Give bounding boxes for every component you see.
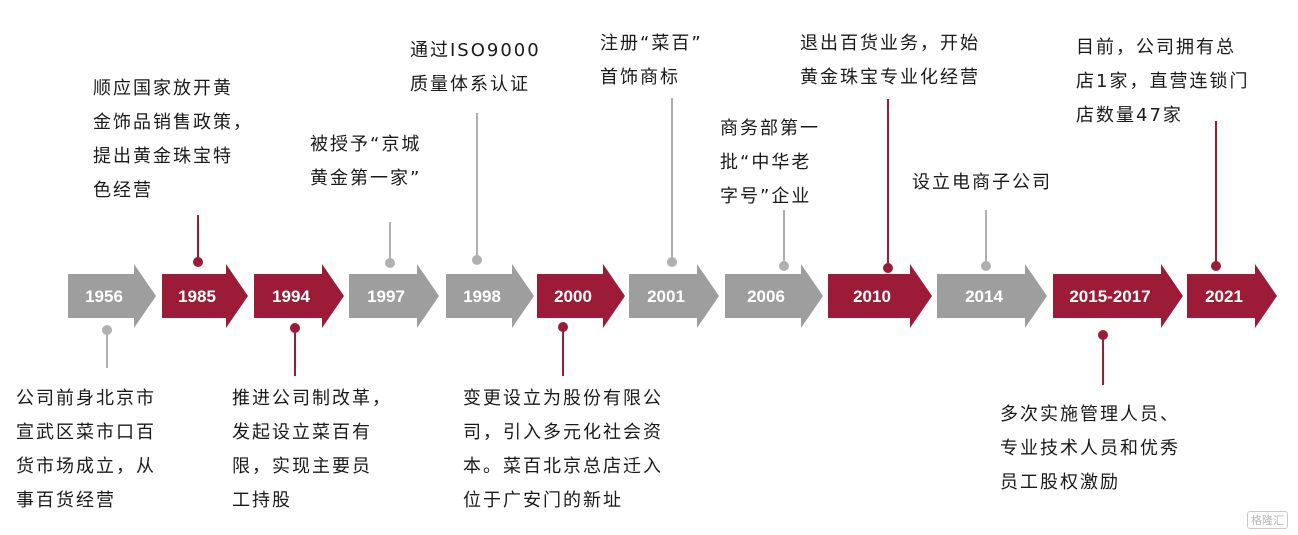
note-line: 目前，公司拥有总 — [1076, 37, 1236, 58]
note-line: 首饰商标 — [600, 67, 680, 88]
note-line: 发起设立菜百有 — [232, 422, 372, 443]
year-label-2015-2017: 2015-2017 — [1069, 287, 1150, 306]
note-line: 黄金珠宝专业化经营 — [800, 67, 980, 88]
note-line: 变更设立为股份有限公 — [463, 388, 663, 409]
year-label-1998: 1998 — [463, 287, 501, 306]
year-label-1997: 1997 — [367, 287, 405, 306]
note-2010: 退出百货业务，开始黄金珠宝专业化经营 — [800, 27, 980, 95]
note-line: 质量体系认证 — [410, 74, 530, 95]
arrow-2000 — [537, 264, 625, 328]
note-line: 多次实施管理人员、 — [1000, 404, 1180, 425]
year-label-2010: 2010 — [853, 287, 891, 306]
note-line: 退出百货业务，开始 — [800, 33, 980, 54]
connector-dot-2021 — [1211, 261, 1221, 271]
year-label-1985: 1985 — [178, 287, 216, 306]
note-line: 批“中华老 — [720, 152, 812, 173]
year-label-2021: 2021 — [1205, 287, 1243, 306]
connector-dot-2014 — [981, 261, 991, 271]
note-2014: 设立电商子公司 — [912, 166, 1052, 200]
year-label-2006: 2006 — [747, 287, 785, 306]
connector-dot-2001 — [667, 257, 677, 267]
note-1994: 推进公司制改革， 发起设立菜百有限，实现主要员工持股 — [232, 382, 392, 518]
arrow-2021 — [1187, 264, 1277, 328]
connector-dot-2010 — [883, 263, 893, 273]
connector-dot-1998 — [472, 255, 482, 265]
note-line: 专业技术人员和优秀 — [1000, 438, 1180, 459]
note-2006: 商务部第一批“中华老字号”企业 — [720, 112, 820, 214]
connector-dot-1956 — [102, 325, 112, 335]
watermark-logo: 格隆汇 — [1247, 511, 1288, 529]
note-2021: 目前，公司拥有总店1家，直营连锁门店数量47家 — [1076, 31, 1249, 133]
note-line: 字号”企业 — [720, 186, 812, 207]
note-1956: 公司前身北京市宣武区菜市口百货市场成立，从事百货经营 — [16, 382, 156, 518]
note-1985: 顺应国家放开黄金饰品销售政策， 提出黄金珠宝特色经营 — [93, 72, 253, 208]
arrow-2006 — [725, 264, 823, 328]
note-line: 货市场成立，从 — [16, 456, 156, 477]
note-line: 注册“菜百” — [600, 33, 703, 54]
note-1997: 被授予“京城黄金第一家” — [310, 128, 421, 196]
note-line: 限，实现主要员 — [232, 456, 372, 477]
note-line: 公司前身北京市 — [16, 388, 156, 409]
note-line: 设立电商子公司 — [912, 172, 1052, 193]
connector-dot-2015-2017 — [1098, 330, 1108, 340]
note-line: 司，引入多元化社会资 — [463, 422, 663, 443]
note-line: 本。菜百北京总店迁入 — [463, 456, 663, 477]
arrow-1956 — [68, 264, 156, 328]
note-line: 员工股权激励 — [1000, 472, 1120, 493]
note-2015-2017: 多次实施管理人员、专业技术人员和优秀员工股权激励 — [1000, 398, 1180, 500]
connector-dot-2006 — [779, 261, 789, 271]
note-line: 提出黄金珠宝特 — [93, 146, 233, 167]
note-1998: 通过ISO9000 质量体系认证 — [410, 34, 541, 102]
year-label-1956: 1956 — [85, 287, 123, 306]
note-line: 宣武区菜市口百 — [16, 422, 156, 443]
year-label-2014: 2014 — [965, 287, 1003, 306]
note-2000: 变更设立为股份有限公司，引入多元化社会资本。菜百北京总店迁入位于广安门的新址 — [463, 382, 663, 518]
note-line: 金饰品销售政策， — [93, 112, 253, 133]
note-line: 店数量47家 — [1076, 105, 1183, 126]
note-line: 事百货经营 — [16, 490, 116, 511]
year-label-1994: 1994 — [272, 287, 310, 306]
arrow-2015-2017 — [1053, 264, 1183, 328]
note-line: 黄金第一家” — [310, 168, 422, 189]
arrow-2001 — [629, 264, 719, 328]
connector-dot-1997 — [385, 258, 395, 268]
year-label-2001: 2001 — [647, 287, 685, 306]
note-line: 顺应国家放开黄 — [93, 78, 233, 99]
arrow-1994 — [254, 264, 344, 328]
note-line: 店1家，直营连锁门 — [1076, 71, 1250, 92]
connector-dot-1994 — [290, 323, 300, 333]
note-line: 商务部第一 — [720, 118, 820, 139]
note-line: 被授予“京城 — [310, 134, 422, 155]
arrow-1998 — [446, 264, 534, 328]
arrow-2014 — [937, 264, 1047, 328]
note-line: 色经营 — [93, 180, 153, 201]
note-2001: 注册“菜百” 首饰商标 — [600, 27, 703, 95]
arrow-1985 — [162, 264, 248, 328]
note-line: 工持股 — [232, 490, 292, 511]
year-label-2000: 2000 — [554, 287, 592, 306]
note-line: 通过ISO9000 — [410, 40, 541, 61]
note-line: 推进公司制改革， — [232, 388, 392, 409]
note-line: 位于广安门的新址 — [463, 490, 623, 511]
arrow-2010 — [828, 264, 932, 328]
connector-dot-1985 — [193, 257, 203, 267]
arrow-1997 — [349, 264, 439, 328]
connector-dot-2000 — [558, 322, 568, 332]
